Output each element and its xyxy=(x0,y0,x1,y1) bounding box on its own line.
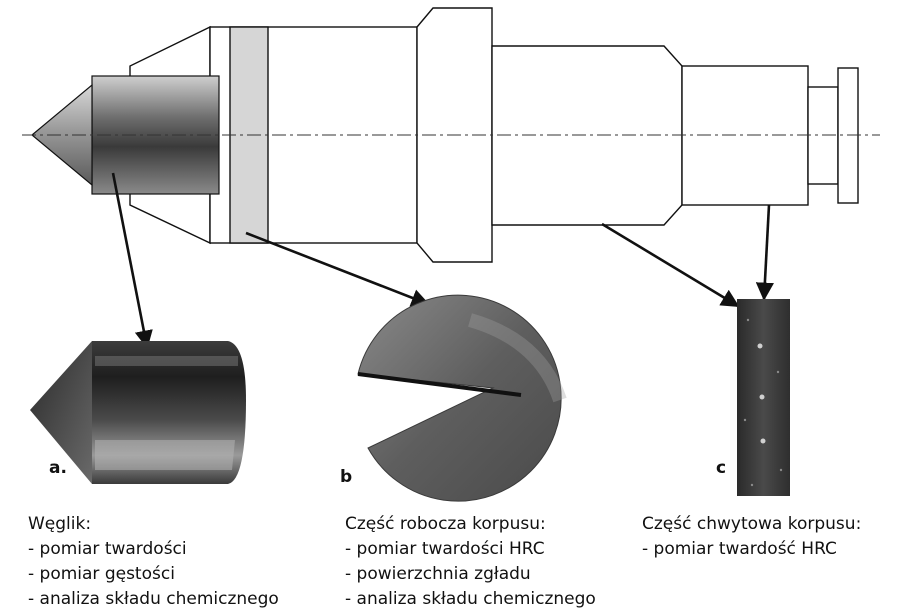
arrow-to-disc-photo xyxy=(245,231,430,307)
caption-working-part: Część robocza korpusu: - pomiar twardośc… xyxy=(345,512,596,612)
caption-working-part-title: Część robocza korpusu: xyxy=(345,514,546,534)
arrow-to-strip-photo-1 xyxy=(601,222,740,308)
photo-c-indent-2 xyxy=(759,394,765,400)
photo-c-indent-1 xyxy=(757,343,763,349)
label-c: c xyxy=(716,458,727,478)
caption-carbide-item: - pomiar twardości xyxy=(28,539,187,559)
caption-working-part-item: - pomiar twardości HRC xyxy=(345,539,545,559)
photo-b-disc xyxy=(357,294,567,502)
photo-c-speck-3 xyxy=(743,418,747,422)
arrow-to-carbide-photo xyxy=(111,172,153,349)
photo-a-carbide xyxy=(30,341,246,484)
arrow-to-strip-photo-2 xyxy=(755,204,774,301)
caption-shank-part-item: - pomiar twardość HRC xyxy=(642,539,837,559)
caption-shank-part: Część chwytowa korpusu: - pomiar twardoś… xyxy=(642,512,861,562)
caption-carbide-item: - pomiar gęstości xyxy=(28,564,175,584)
callout-arrows xyxy=(111,172,774,349)
caption-shank-part-title: Część chwytowa korpusu: xyxy=(642,514,862,534)
caption-working-part-item: - powierzchnia zgładu xyxy=(345,564,531,584)
caption-carbide-title: Węglik: xyxy=(28,514,92,534)
photo-c-speck-5 xyxy=(750,483,754,487)
photo-b-sheen xyxy=(468,313,567,403)
photo-c-speck-1 xyxy=(746,318,750,322)
photo-c-strip xyxy=(737,299,790,496)
caption-working-part-item: - analiza składu chemicznego xyxy=(345,589,596,609)
photo-c-speck-4 xyxy=(779,468,783,472)
photo-a-shine xyxy=(95,356,238,366)
caption-carbide-item: - analiza składu chemicznego xyxy=(28,589,279,609)
photo-a-highlight xyxy=(95,440,235,470)
photo-b-disc-shape xyxy=(357,294,562,502)
photo-c-speck-2 xyxy=(776,370,780,374)
photo-a-cone xyxy=(30,341,92,484)
caption-carbide: Węglik: - pomiar twardości - pomiar gęst… xyxy=(28,512,279,612)
label-a: a. xyxy=(49,458,67,478)
photo-b-crack xyxy=(357,372,522,397)
photo-c-indent-3 xyxy=(760,438,766,444)
label-b: b xyxy=(340,467,353,487)
